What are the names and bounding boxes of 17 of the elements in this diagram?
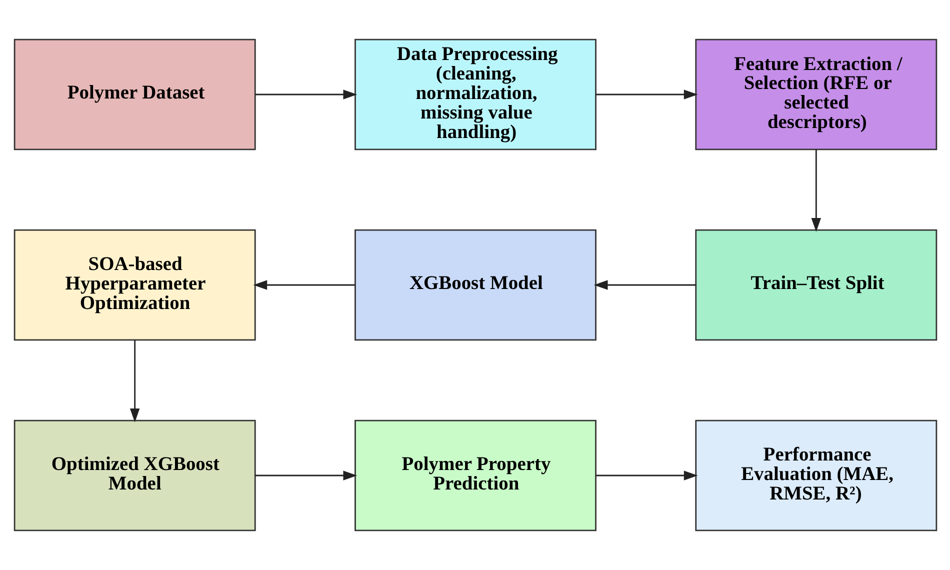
node-box: XGBoost Model: [354, 229, 596, 341]
arrow: [595, 470, 698, 480]
node-box: Data Preprocessing (cleaning, normalization, missing value handling): [354, 38, 596, 150]
node-box: Optimized XGBoost Model: [13, 420, 256, 532]
arrow: [252, 280, 355, 290]
arrow: [595, 90, 698, 100]
arrow: [593, 280, 696, 290]
node-box: Feature Extraction / Selection (RFE or selected descriptors): [694, 38, 937, 150]
arrow: [129, 340, 140, 422]
arrow: [254, 470, 357, 480]
arrow: [810, 150, 821, 232]
arrow: [254, 90, 357, 100]
node-box: SOA-based Hyperparameter Optimization: [13, 229, 256, 341]
node-box: Polymer Property Prediction: [354, 420, 596, 532]
node-box: Train–Test Split: [694, 229, 937, 341]
node-box: Performance Evaluation (MAE, RMSE, R²): [694, 420, 937, 532]
node-box: Polymer Dataset: [13, 38, 256, 150]
